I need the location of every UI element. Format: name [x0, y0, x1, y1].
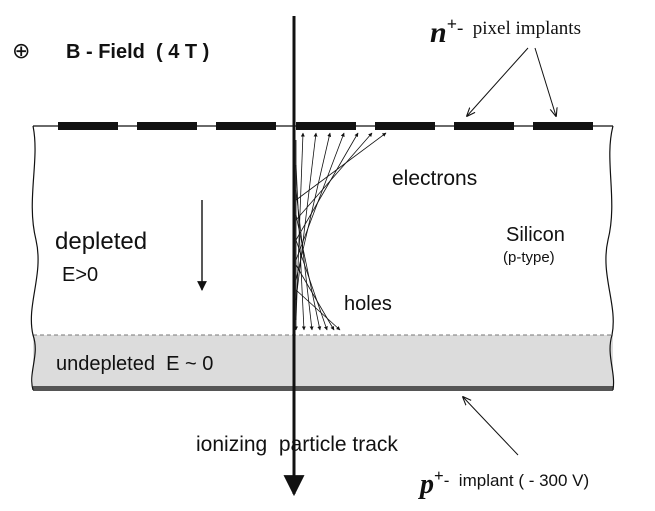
efield-depleted-label: E>0 [62, 264, 98, 286]
hole-path [295, 189, 314, 331]
electron-path [295, 132, 387, 201]
n-plus-sup: + [447, 14, 457, 34]
pixel-implant [454, 122, 514, 130]
hole-path [295, 164, 306, 331]
backplane [33, 386, 613, 391]
particle-track-label: ionizing particle track [196, 433, 398, 456]
undepleted-label: undepleted E ~ 0 [56, 353, 213, 375]
pixel-implant [375, 122, 435, 130]
depleted-label: depleted [55, 228, 147, 255]
hole-drift-lines [294, 140, 341, 331]
electron-drift-lines [295, 132, 387, 321]
pixel-implant [58, 122, 118, 130]
silicon-type-label: (p-type) [503, 249, 555, 266]
n-plus-suffix: - pixel implants [457, 18, 581, 39]
hole-path [295, 214, 322, 331]
electron-path [295, 132, 318, 301]
electron-path [295, 132, 373, 221]
pixel-implants [58, 122, 593, 130]
backplane-pointer-arrow [463, 397, 519, 456]
pixel-implant [296, 122, 356, 130]
hole-path [295, 289, 341, 331]
silicon-label: Silicon [506, 224, 565, 246]
electron-path [295, 132, 345, 261]
n-plus-letter: n [430, 16, 447, 49]
bfield-symbol: ⊕ [12, 38, 30, 63]
backplane-implant-label: p+- implant ( - 300 V) [418, 466, 589, 500]
electrons-label: electrons [392, 167, 477, 190]
holes-label: holes [344, 293, 392, 315]
undepleted-region [33, 335, 613, 387]
implant-pointer-arrow [534, 47, 556, 116]
electron-path [295, 132, 359, 241]
sensor-right-edge [605, 125, 615, 391]
implant-pointer-arrow [467, 47, 529, 116]
hole-path [295, 264, 335, 331]
hole-path [295, 239, 328, 331]
p-plus-letter: p [418, 469, 434, 500]
pixel-implant [533, 122, 593, 130]
p-plus-sup: + [434, 466, 444, 485]
pixel-implant [137, 122, 197, 130]
pixel-implants-label: n+- pixel implants [430, 14, 581, 49]
bfield-label: B - Field ( 4 T ) [66, 41, 209, 63]
pixel-implant [216, 122, 276, 130]
sensor-left-edge [30, 125, 39, 391]
p-plus-suffix: - implant ( - 300 V) [444, 471, 590, 490]
